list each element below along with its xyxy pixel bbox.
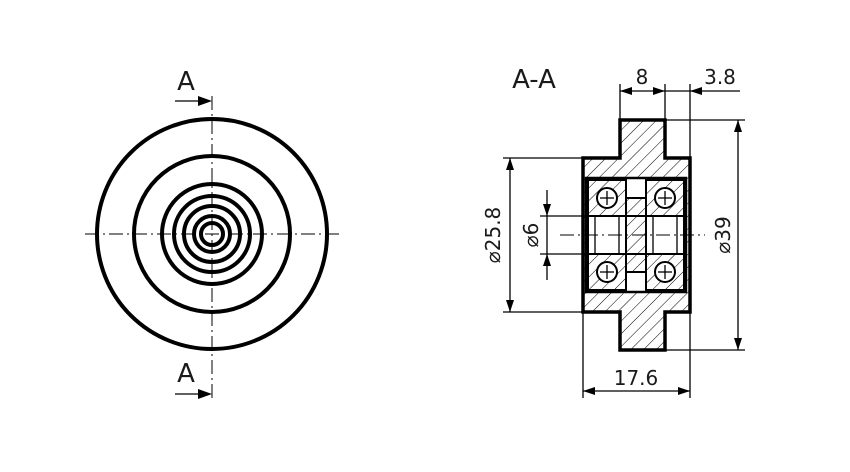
section-view: A-A 8 bbox=[481, 65, 745, 398]
spacer-top bbox=[625, 197, 647, 217]
section-label-bottom: A bbox=[177, 359, 195, 389]
dim-label-bearing-diameter: ⌀25.8 bbox=[481, 207, 505, 264]
dim-label-outer-diameter: ⌀39 bbox=[711, 216, 735, 254]
section-arrowhead-bottom bbox=[198, 389, 212, 399]
spacer-bottom bbox=[625, 253, 647, 273]
dim-label-bore-diameter: ⌀6 bbox=[519, 223, 543, 248]
section-label-top: A bbox=[177, 67, 195, 97]
dim-label-total-width: 17.6 bbox=[614, 366, 659, 390]
dim-label-width-right: 3.8 bbox=[704, 65, 736, 89]
dim-label-width-left: 8 bbox=[636, 65, 649, 89]
section-arrowhead-top bbox=[198, 96, 212, 106]
section-title: A-A bbox=[512, 65, 556, 95]
front-view: A A bbox=[85, 67, 340, 400]
